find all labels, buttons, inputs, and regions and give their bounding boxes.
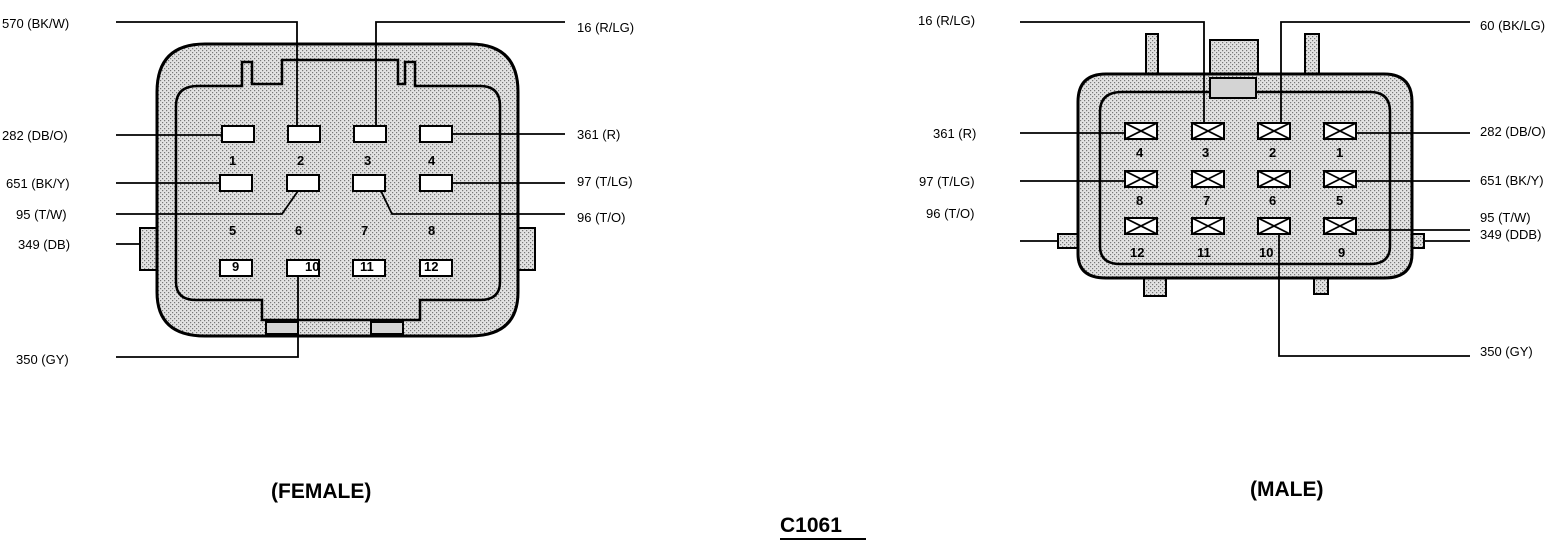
male-pin-number: 8 <box>1136 193 1143 208</box>
female-pin-number: 8 <box>428 223 435 238</box>
female-wire-label: 350 (GY) <box>16 352 69 367</box>
female-pin-number: 12 <box>424 259 438 274</box>
female-pin-number: 9 <box>232 259 239 274</box>
female-inner-cavity <box>174 58 502 322</box>
female-pin-3 <box>353 125 387 143</box>
male-pin-6 <box>1257 170 1291 188</box>
male-wire-label: 350 (GY) <box>1480 344 1533 359</box>
female-wire-label: 96 (T/O) <box>577 210 625 225</box>
female-connector-shell <box>155 42 520 338</box>
female-wire-label: 651 (BK/Y) <box>6 176 70 191</box>
male-inner-cavity <box>1098 90 1392 266</box>
female-pin-5 <box>219 174 253 192</box>
male-top-ear-left <box>1145 33 1159 77</box>
male-wire-label: 96 (T/O) <box>926 206 974 221</box>
female-wire-leader-96 <box>380 190 565 215</box>
female-connector: 1 2 3 4 5 6 7 8 9 10 11 12 570 (BK/W) 28… <box>2 16 634 503</box>
male-pin-number: 9 <box>1338 245 1345 260</box>
female-wire-label: 349 (DB) <box>18 237 70 252</box>
connector-id: C1061 <box>780 514 842 537</box>
male-pin-2 <box>1257 122 1291 140</box>
female-connector-title: (FEMALE) <box>271 480 371 503</box>
male-pin-9 <box>1323 217 1357 235</box>
female-wire-label: 16 (R/LG) <box>577 20 634 35</box>
female-pin-number: 7 <box>361 223 368 238</box>
female-pin-11 <box>352 259 386 277</box>
female-pin-6 <box>286 174 320 192</box>
male-connector-title: (MALE) <box>1250 478 1323 501</box>
male-pin-number: 1 <box>1336 145 1343 160</box>
male-pin-11 <box>1191 217 1225 235</box>
female-pin-12 <box>419 259 453 277</box>
male-pin-number: 5 <box>1336 193 1343 208</box>
female-pin-number: 1 <box>229 153 236 168</box>
female-pin-number: 10 <box>305 259 319 274</box>
male-pin-8 <box>1124 170 1158 188</box>
male-pin-1 <box>1323 122 1357 140</box>
female-pin-8 <box>419 174 453 192</box>
female-wire-leader-350 <box>116 276 299 358</box>
male-wire-label: 349 (DDB) <box>1480 227 1541 242</box>
male-connector: 4 3 2 1 8 7 6 5 12 11 10 9 16 (R/LG) 361… <box>918 13 1546 501</box>
male-top-keyway <box>1209 39 1259 77</box>
male-wire-label: 16 (R/LG) <box>918 13 975 28</box>
male-pin-number: 7 <box>1203 193 1210 208</box>
male-wire-leader-16 <box>1020 21 1205 123</box>
male-pin-10 <box>1257 217 1291 235</box>
female-wire-leader-570 <box>116 21 298 126</box>
female-pin-number: 6 <box>295 223 302 238</box>
male-wire-label: 97 (T/LG) <box>919 174 975 189</box>
female-pin-4 <box>419 125 453 143</box>
female-wire-label: 570 (BK/W) <box>2 16 69 31</box>
female-pin-9 <box>219 259 253 277</box>
male-wire-leader-60 <box>1280 21 1470 123</box>
female-wire-label: 97 (T/LG) <box>577 174 633 189</box>
male-wire-label: 651 (BK/Y) <box>1480 173 1544 188</box>
female-pin-number: 5 <box>229 223 236 238</box>
male-wire-label: 282 (DB/O) <box>1480 124 1546 139</box>
male-pin-number: 3 <box>1202 145 1209 160</box>
female-pin-7 <box>352 174 386 192</box>
female-bottom-latch-left <box>265 321 299 335</box>
male-wire-leader-350 <box>1278 234 1470 357</box>
female-pin-10 <box>286 259 320 277</box>
male-pin-number: 12 <box>1130 245 1144 260</box>
male-pin-7 <box>1191 170 1225 188</box>
male-pin-5 <box>1323 170 1357 188</box>
male-pin-number: 2 <box>1269 145 1276 160</box>
female-pin-2 <box>287 125 321 143</box>
female-pin-number: 11 <box>360 259 374 274</box>
male-pin-number: 6 <box>1269 193 1276 208</box>
female-wire-label: 282 (DB/O) <box>2 128 68 143</box>
female-wire-label: 361 (R) <box>577 127 620 142</box>
female-wire-leader-16 <box>375 21 565 126</box>
male-pin-3 <box>1191 122 1225 140</box>
female-bottom-latch-right <box>370 321 404 335</box>
male-pin-12 <box>1124 217 1158 235</box>
female-wire-leader-95 <box>116 190 299 215</box>
female-pin-number: 2 <box>297 153 304 168</box>
male-top-ear-right <box>1304 33 1320 77</box>
male-pin-number: 11 <box>1197 245 1211 260</box>
male-wire-label: 95 (T/W) <box>1480 210 1531 225</box>
male-wire-label: 60 (BK/LG) <box>1480 18 1545 33</box>
male-pin-4 <box>1124 122 1158 140</box>
male-key-slot <box>1209 77 1257 99</box>
female-pin-number: 4 <box>428 153 436 168</box>
female-pin-1 <box>221 125 255 143</box>
female-wire-label: 95 (T/W) <box>16 207 67 222</box>
male-wire-label: 361 (R) <box>933 126 976 141</box>
female-pin-number: 3 <box>364 153 371 168</box>
male-pin-number: 10 <box>1259 245 1273 260</box>
male-pin-number: 4 <box>1136 145 1144 160</box>
